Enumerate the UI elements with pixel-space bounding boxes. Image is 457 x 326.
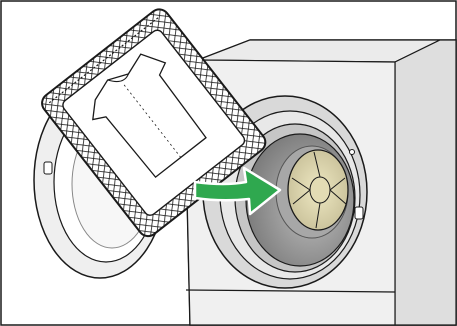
drum-paddle	[288, 150, 348, 230]
door-latch	[355, 207, 363, 219]
sensor-dot	[350, 150, 355, 155]
